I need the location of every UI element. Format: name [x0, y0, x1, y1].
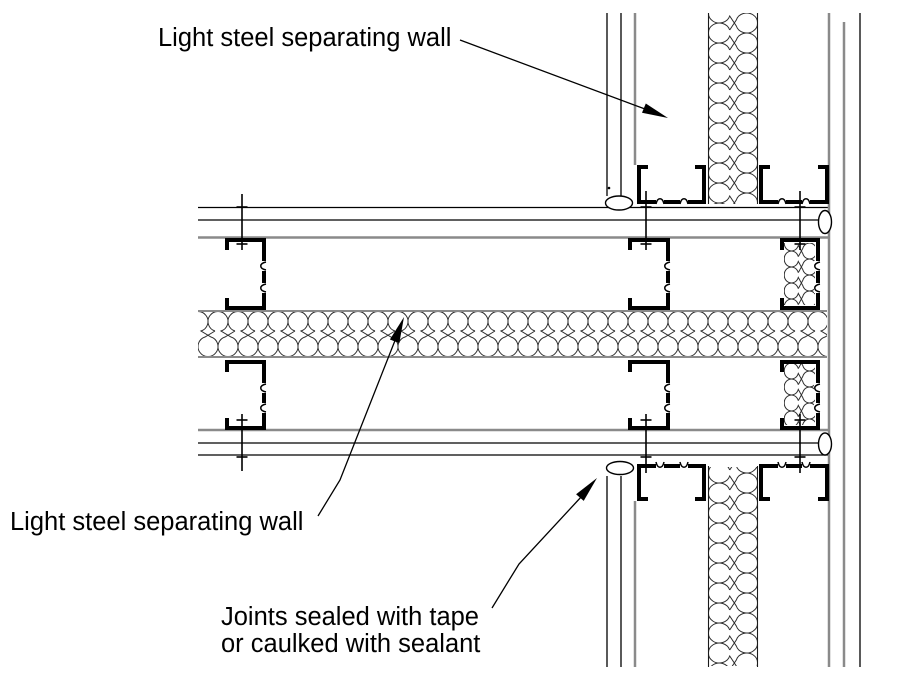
- screw: [236, 414, 248, 471]
- annotation-texts: Light steel separating wall Light steel …: [10, 24, 480, 658]
- steel-studs: [225, 238, 822, 430]
- horizontal-wall-insulation: [198, 311, 827, 357]
- c-stud-upper-middle: [628, 238, 670, 310]
- c-stud-upper-end-insulated: [780, 238, 820, 310]
- end-stud-upper-insulation: [784, 243, 815, 305]
- c-stud-upper-left: [225, 238, 266, 310]
- c-stud-lower-middle: [628, 360, 670, 430]
- vertical-wall-lower-insulation: [708, 467, 758, 666]
- steel-tracks: [637, 165, 829, 501]
- sealant-beads: [604, 186, 833, 476]
- track-top-right: [759, 165, 829, 204]
- bottom-wall-label: Light steel separating wall: [10, 508, 303, 536]
- sealant-bead-bottom-left: [605, 460, 635, 476]
- arrowhead-bottom-left: [389, 317, 404, 344]
- track-bottom-right: [759, 464, 829, 501]
- screw: [794, 191, 806, 250]
- screw-symbols: [236, 191, 806, 473]
- vertical-wall-upper: [606, 13, 759, 204]
- horizontal-wall-boards: [198, 206, 828, 456]
- top-wall-label: Light steel separating wall: [158, 24, 451, 52]
- joints-label-line2: or caulked with sealant: [221, 630, 480, 658]
- c-stud-lower-left: [225, 360, 266, 430]
- leader-top: [459, 39, 646, 110]
- leader-bottom-left: [317, 337, 397, 517]
- c-stud-lower-end-insulated: [780, 360, 820, 430]
- insulation-fills: [198, 13, 827, 666]
- vertical-wall-lower: [606, 466, 759, 667]
- screw: [640, 414, 652, 473]
- joints-label-line1: Joints sealed with tape: [221, 603, 479, 631]
- track-web-bumps: [655, 197, 811, 469]
- speck: [607, 186, 611, 190]
- vertical-wall-right-leaf: [827, 13, 861, 667]
- vertical-wall-upper-insulation: [708, 13, 758, 204]
- track-top-left: [637, 165, 706, 204]
- leader-joints: [491, 495, 583, 609]
- stud-web-notches: [260, 261, 822, 413]
- track-bottom-left: [637, 464, 706, 501]
- arrowhead-joints: [576, 478, 597, 501]
- screw: [236, 194, 248, 250]
- sealant-bead-top-right: [817, 209, 833, 235]
- annotation-leaders: [317, 39, 668, 609]
- sealant-bead-top-left: [604, 195, 634, 211]
- sealant-bead-bottom-right: [817, 432, 833, 456]
- screw: [640, 191, 652, 250]
- arrowhead-top: [642, 103, 668, 118]
- screw: [794, 414, 806, 473]
